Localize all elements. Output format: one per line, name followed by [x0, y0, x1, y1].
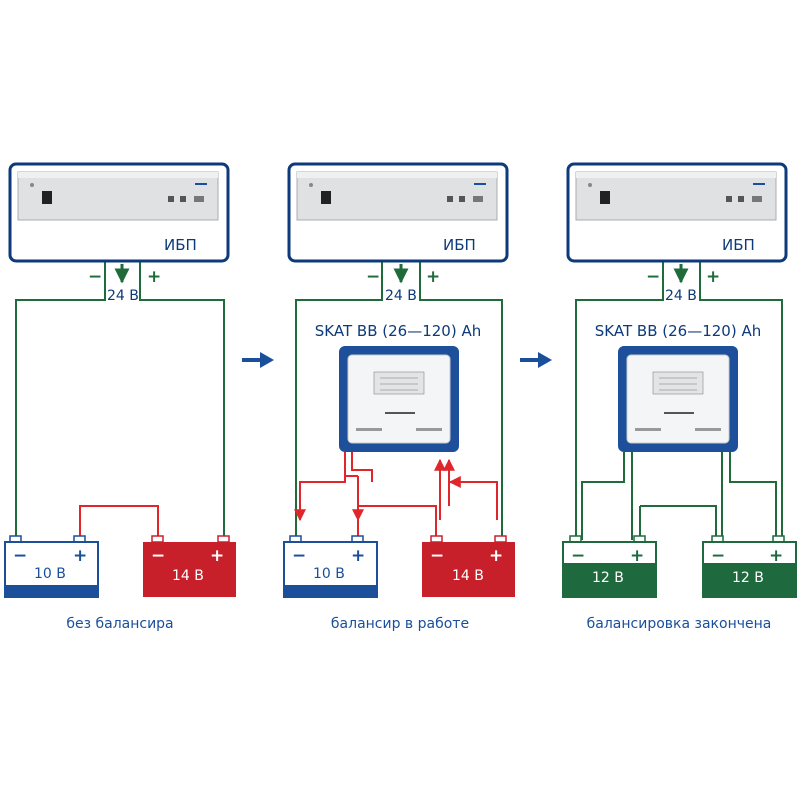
- caption: без балансира: [66, 616, 173, 632]
- battery-right: − + 12 В: [702, 535, 797, 598]
- wires-green: [15, 262, 225, 540]
- battery-plus: +: [769, 546, 783, 566]
- arrow-right-icon: [520, 352, 552, 368]
- panel-balancer-active: ИБП − + 24 В SKAT BB (26—120) Ah − + 10 …: [283, 162, 515, 632]
- minus-sign: −: [646, 267, 660, 287]
- arrow-right-icon: [242, 352, 274, 368]
- plus-sign: +: [706, 267, 720, 287]
- ups-box: ИБП: [287, 162, 509, 263]
- panel-no-balancer: ИБП − + 24 В − + 10 В − + 14 В без балан…: [4, 162, 236, 632]
- battery-minus: −: [292, 546, 306, 566]
- battery-voltage: 10 В: [34, 566, 66, 582]
- battery-plus: +: [210, 546, 224, 566]
- wires-red: [294, 452, 498, 540]
- caption: балансир в работе: [331, 616, 469, 632]
- battery-voltage: 14 В: [452, 568, 484, 584]
- minus-sign: −: [366, 267, 380, 287]
- battery-plus: +: [73, 546, 87, 566]
- battery-plus: +: [489, 546, 503, 566]
- wires-green: [575, 262, 783, 540]
- balancer-device: [618, 346, 738, 452]
- battery-plus: +: [630, 546, 644, 566]
- voltage-label: 24 В: [107, 288, 139, 304]
- battery-left: − + 10 В: [283, 535, 378, 598]
- battery-voltage: 12 В: [592, 570, 624, 586]
- voltage-label: 24 В: [385, 288, 417, 304]
- battery-minus: −: [151, 546, 165, 566]
- ups-box: ИБП: [8, 162, 230, 263]
- wires-green: [295, 262, 503, 540]
- ups-label: ИБП: [164, 236, 197, 254]
- battery-right: − + 14 В: [143, 535, 236, 597]
- ups-label: ИБП: [722, 236, 755, 254]
- battery-minus: −: [13, 546, 27, 566]
- battery-minus: −: [430, 546, 444, 566]
- caption: балансировка закончена: [587, 616, 772, 632]
- plus-sign: +: [147, 267, 161, 287]
- panel-balancing-done: ИБП − + 24 В SKAT BB (26—120) Ah − + 12 …: [562, 162, 797, 632]
- ups-box: ИБП: [566, 162, 788, 263]
- battery-left: − + 12 В: [562, 535, 657, 598]
- battery-left: − + 10 В: [4, 535, 99, 598]
- plus-sign: +: [426, 267, 440, 287]
- battery-right: − + 14 В: [422, 535, 515, 597]
- battery-voltage: 10 В: [313, 566, 345, 582]
- voltage-label: 24 В: [665, 288, 697, 304]
- battery-minus: −: [711, 546, 725, 566]
- battery-minus: −: [571, 546, 585, 566]
- battery-plus: +: [351, 546, 365, 566]
- minus-sign: −: [88, 267, 102, 287]
- balancer-label: SKAT BB (26—120) Ah: [315, 322, 481, 340]
- balancer-device: [339, 346, 459, 452]
- battery-voltage: 14 В: [172, 568, 204, 584]
- battery-voltage: 12 В: [732, 570, 764, 586]
- wire-red-series: [79, 505, 159, 540]
- balancer-label: SKAT BB (26—120) Ah: [595, 322, 761, 340]
- ups-label: ИБП: [443, 236, 476, 254]
